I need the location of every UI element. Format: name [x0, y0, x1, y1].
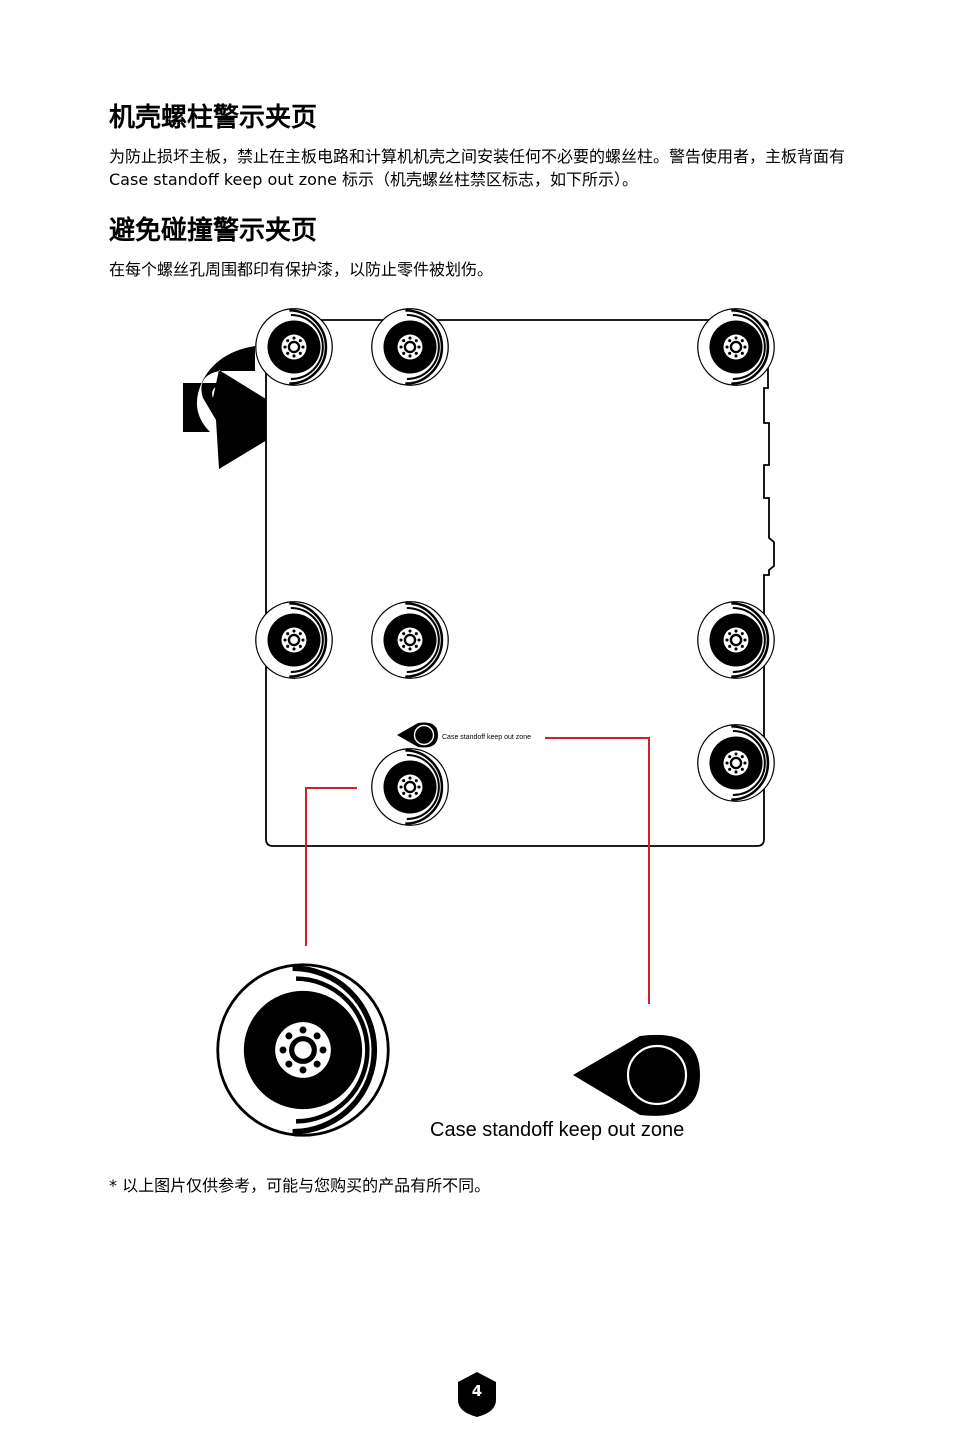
section-title-avoid-collision: 避免碰撞警示夹页	[109, 216, 318, 246]
board-back-diagram: Case standoff keep out zone Collision !!…	[183, 308, 775, 1141]
footnote: * 以上图片仅供参考，可能与您购买的产品有所不同。	[109, 1176, 491, 1195]
section-body-standoff: 为防止损坏主板，禁止在主板电路和计算机机壳之间安装任何不必要的螺丝柱。警告使用者…	[109, 147, 846, 189]
small-zone-label: Case standoff keep out zone	[442, 734, 531, 741]
large-keep-out-zone-icon	[573, 1034, 700, 1116]
section-body-avoid-collision: 在每个螺丝孔周围都印有保护漆，以防止零件被划伤。	[109, 260, 494, 279]
rotate-arrow-icon	[183, 346, 300, 469]
keep-out-zone-icon	[397, 722, 438, 748]
section-title-standoff: 机壳螺柱警示夹页	[109, 103, 318, 133]
leader-lines	[305, 737, 650, 1004]
page-number: 4	[471, 1382, 483, 1400]
page-number-badge	[458, 1372, 496, 1417]
large-zone-label: Case standoff keep out zone	[430, 1119, 684, 1141]
large-avoid-collision-sticker: Collision !!Avoid	[218, 965, 389, 1136]
